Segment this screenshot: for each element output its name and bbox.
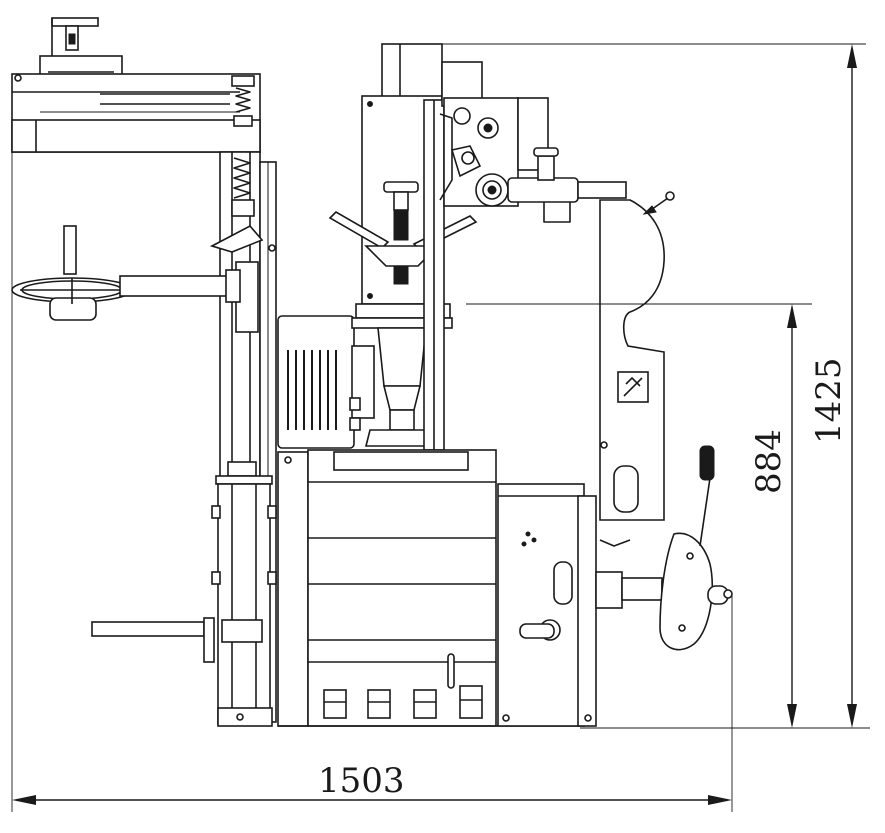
table-height-dimension: 884 — [749, 304, 797, 728]
inflation-gauge-assembly — [595, 445, 733, 651]
tower-arm — [599, 191, 675, 547]
overall-height-label: 1425 — [809, 357, 849, 444]
overall-width-dimension: 1503 — [12, 761, 732, 805]
base-cabinet — [277, 449, 597, 727]
table-height-label: 884 — [749, 429, 789, 494]
overall-height-dimension: 1425 — [809, 44, 857, 728]
mount-demount-column — [328, 43, 478, 451]
foot-pedals — [323, 653, 483, 719]
motor — [277, 315, 375, 449]
helper-arm-assembly — [11, 17, 277, 727]
overall-width-label: 1503 — [318, 761, 405, 801]
dimension-lines: 1425 884 1503 — [11, 43, 870, 812]
tool-head — [439, 61, 627, 223]
